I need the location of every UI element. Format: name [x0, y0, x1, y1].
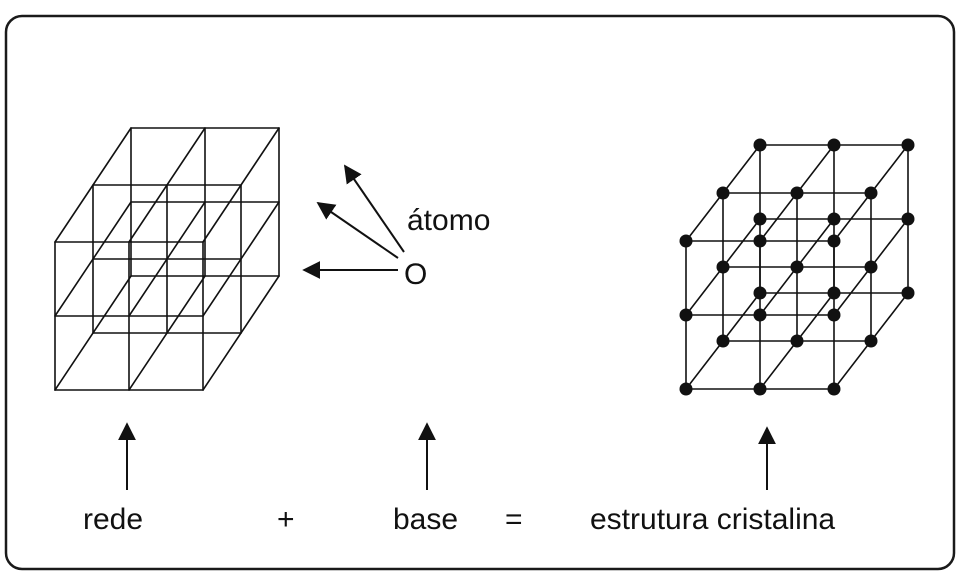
crystal-atom-dot — [790, 186, 804, 200]
crystal-atom-dot — [716, 260, 730, 274]
atom-arrow-up — [343, 164, 405, 253]
lattice-edge — [54, 201, 132, 317]
crystal-atom-dot — [864, 334, 878, 348]
crystal-atom-dot — [827, 138, 841, 152]
crystal-atom-dot — [753, 138, 767, 152]
crystal-atom-dot — [827, 286, 841, 300]
crystal-atom-dot — [753, 382, 767, 396]
crystal-atom-dot — [864, 260, 878, 274]
atom-symbol: O — [404, 258, 427, 291]
crystal-atom-dot — [790, 260, 804, 274]
lattice-caption: rede — [83, 503, 143, 536]
lattice-edge — [54, 127, 132, 243]
lattice-edge — [202, 201, 280, 317]
lattice-grid — [54, 127, 280, 391]
crystal-atom-dot — [679, 234, 693, 248]
crystal-atom-dot — [753, 286, 767, 300]
lattice-edge — [128, 127, 206, 243]
crystal-atom-dot — [827, 234, 841, 248]
crystal-atom-dot — [790, 334, 804, 348]
crystal-atom-dot — [827, 308, 841, 322]
lattice-edge — [202, 127, 280, 243]
crystal-atom-dot — [679, 308, 693, 322]
crystal-caption: estrutura cristalina — [590, 503, 835, 536]
plus-sign: + — [277, 503, 295, 536]
lattice-edge — [54, 275, 132, 391]
crystal-atom-dot — [901, 138, 915, 152]
atom-arrow-upper-left — [316, 201, 399, 259]
crystal-atom-dot — [827, 212, 841, 226]
lattice-edge — [128, 275, 206, 391]
lattice-edge — [128, 201, 206, 317]
crystal-structure-atoms — [679, 138, 915, 396]
crystal-atom-dot — [901, 286, 915, 300]
crystal-atom-dot — [827, 382, 841, 396]
crystal-atom-dot — [679, 382, 693, 396]
crystal-atom-dot — [716, 334, 730, 348]
lattice-edge — [202, 275, 280, 391]
equals-sign: = — [505, 503, 523, 536]
crystal-atom-dot — [753, 212, 767, 226]
crystal-atom-dot — [864, 186, 878, 200]
crystal-atom-dot — [716, 186, 730, 200]
atom-caption: átomo — [407, 204, 490, 237]
basis-caption: base — [393, 503, 458, 536]
crystal-atom-dot — [753, 234, 767, 248]
diagram-frame — [4, 14, 956, 571]
crystal-atom-dot — [753, 308, 767, 322]
crystal-atom-dot — [901, 212, 915, 226]
